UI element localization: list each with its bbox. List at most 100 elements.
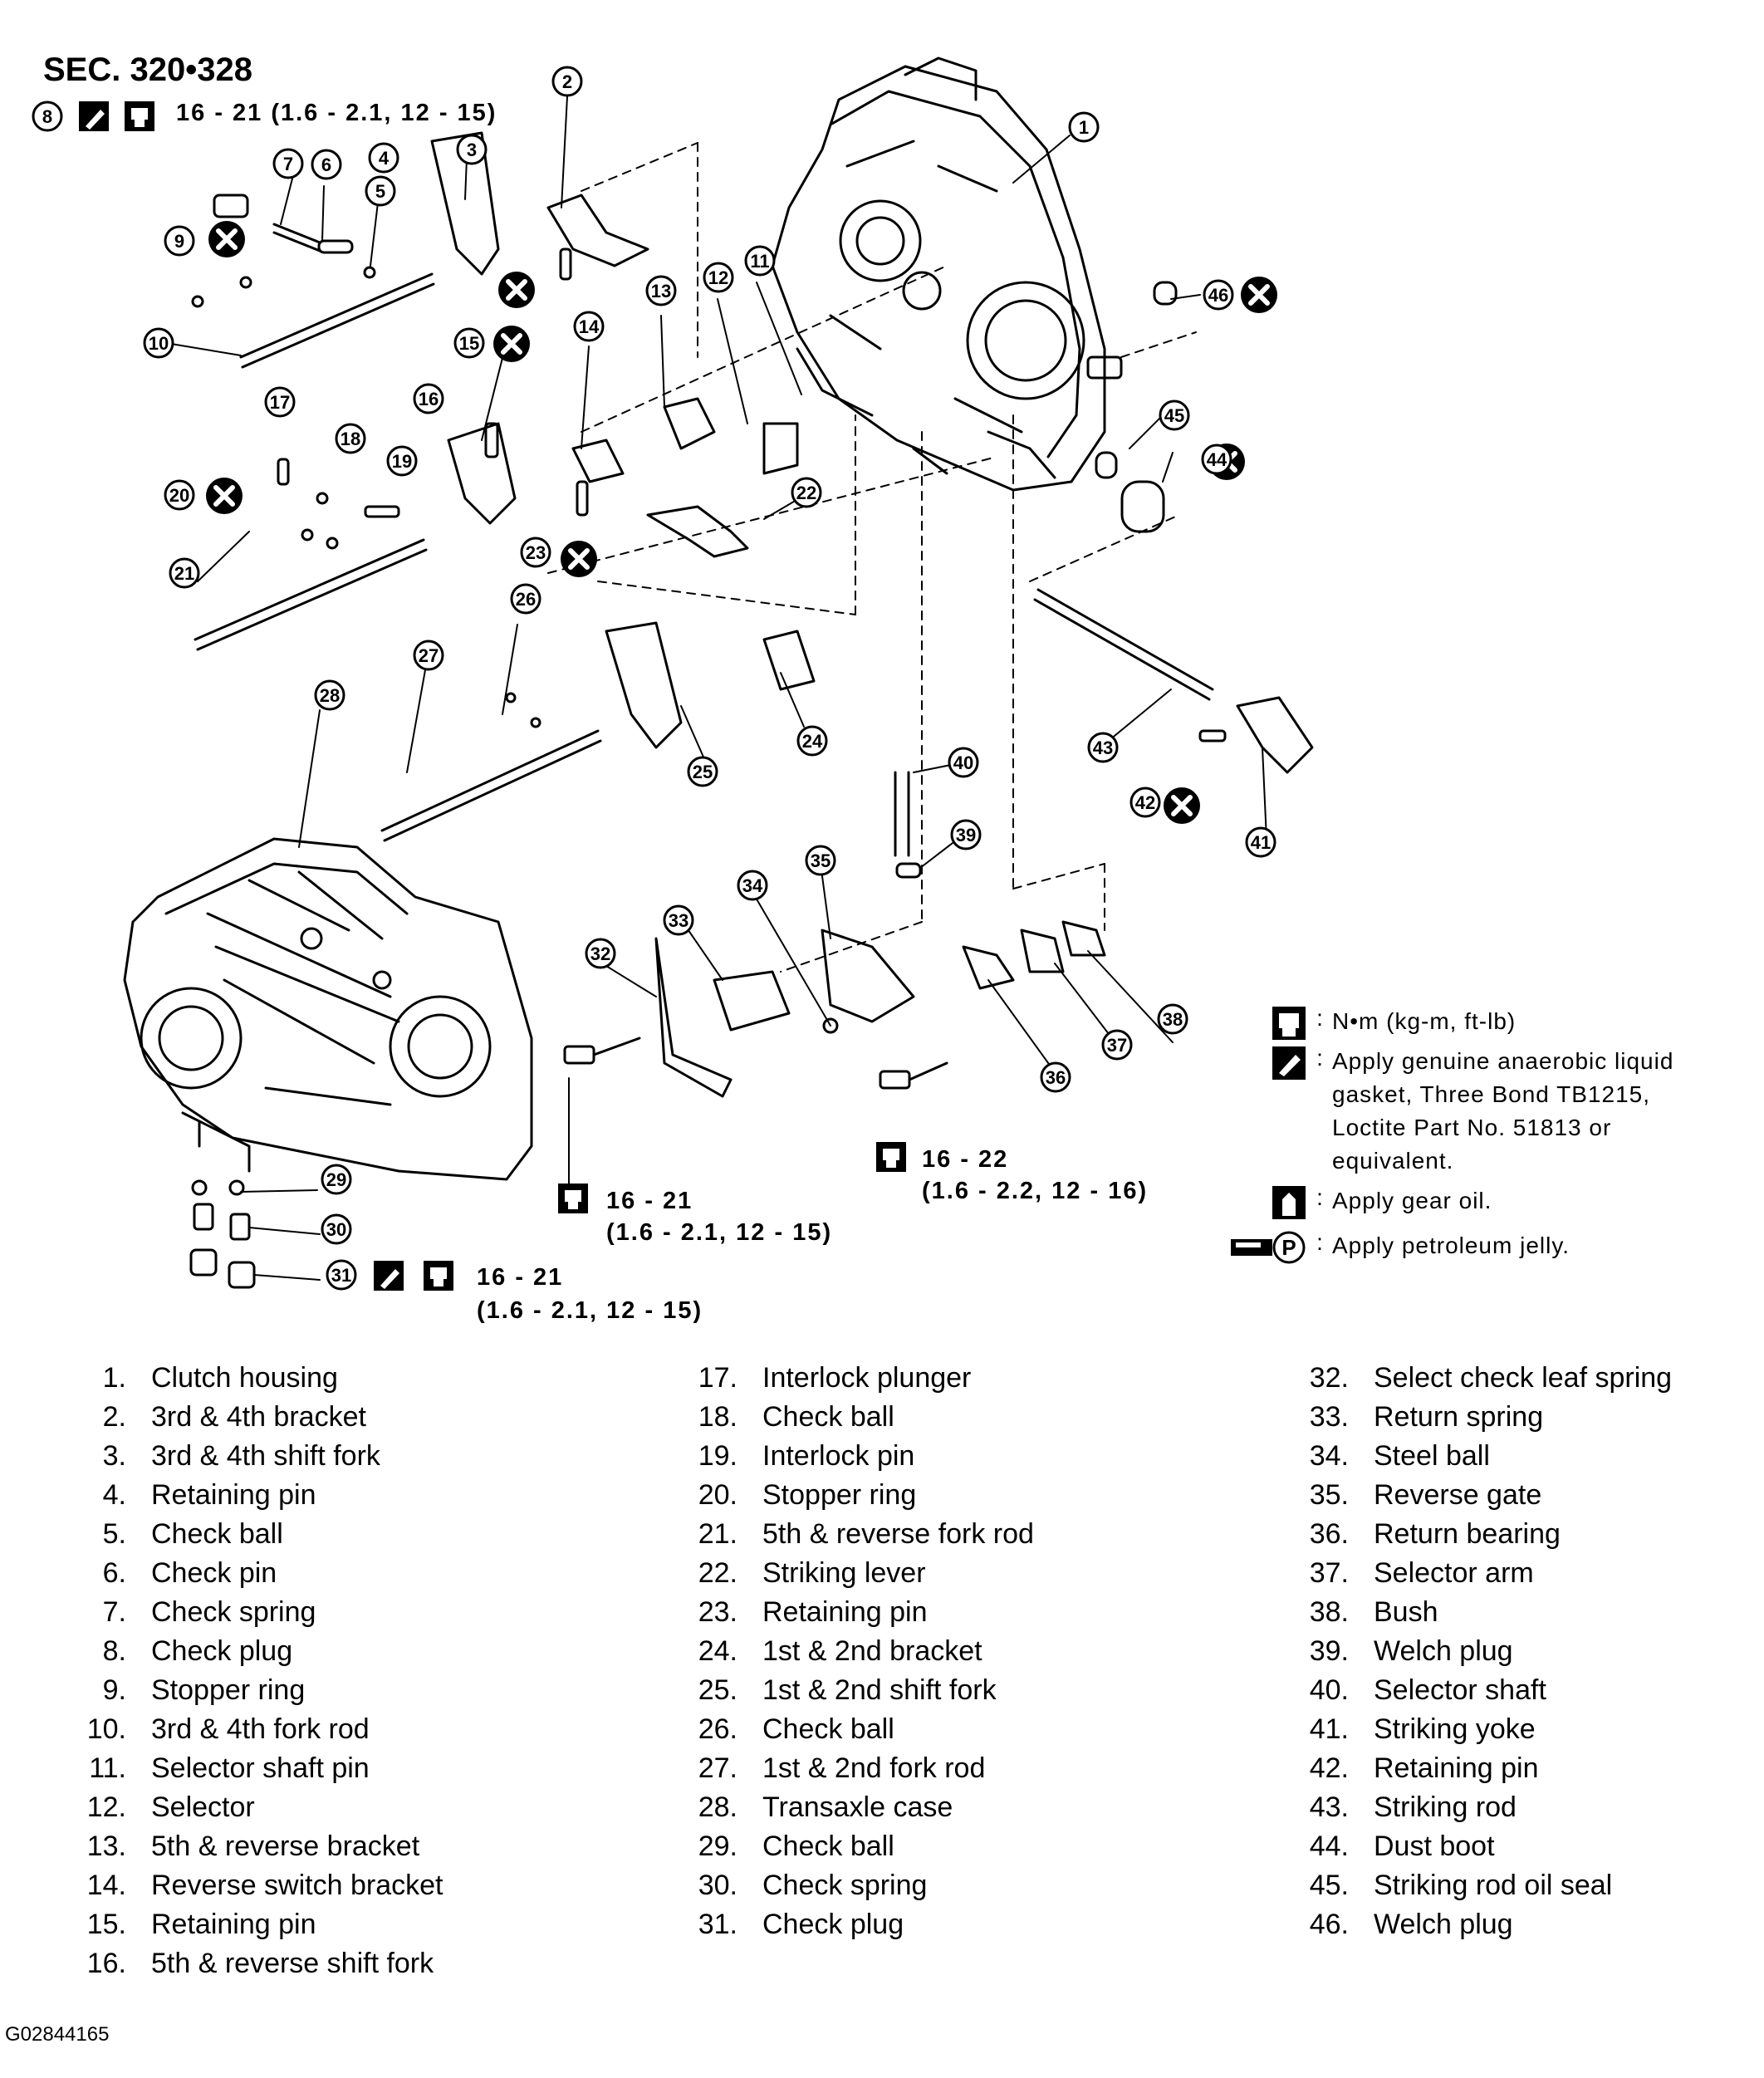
x-mark-icon <box>493 326 530 362</box>
part-name: Select check leaf spring <box>1374 1362 1673 1394</box>
part-item: 15.Retaining pin <box>66 1909 316 1948</box>
part-number: 13. <box>86 1831 126 1862</box>
x-mark-icon <box>1164 787 1200 824</box>
part-number: 24. <box>698 1635 737 1667</box>
part-name: Check ball <box>762 1401 894 1433</box>
part-item: 10.3rd & 4th fork rod <box>66 1713 370 1752</box>
torque-spec-reverse-gate-line1: 16 - 22 <box>922 1146 1009 1173</box>
callout-number: 39 <box>956 825 976 845</box>
part-name: Transaxle case <box>762 1791 953 1823</box>
callout-18: 18 <box>335 423 366 454</box>
callout-number: 37 <box>1107 1035 1127 1056</box>
callout-number: 1 <box>1079 117 1089 138</box>
part-item: 44.Dust boot <box>1289 1831 1495 1870</box>
callout-number: 9 <box>174 231 184 252</box>
part-number: 46. <box>1309 1909 1349 1940</box>
legend-row-torque: : N•m (kg-m, ft-lb) <box>1271 1005 1731 1041</box>
part-name: Welch plug <box>1374 1909 1513 1940</box>
callout-number: 15 <box>459 333 479 354</box>
callout-24: 24 <box>796 725 828 757</box>
callout-43: 43 <box>1087 732 1119 763</box>
x-mark-icon <box>206 478 243 514</box>
figure-id: G02844165 <box>5 2023 110 2046</box>
callout-3: 3 <box>456 134 488 165</box>
part-name: Striking rod oil seal <box>1374 1870 1613 1901</box>
part-number: 28. <box>698 1791 737 1823</box>
callout-number: 11 <box>750 251 769 272</box>
part-item: 38.Bush <box>1289 1596 1438 1635</box>
part-name: Retaining pin <box>1374 1752 1539 1784</box>
callout-number: 35 <box>811 850 831 871</box>
part-name: Retaining pin <box>151 1479 316 1511</box>
part-name: 5th & reverse bracket <box>151 1831 420 1862</box>
part-name: 5th & reverse shift fork <box>151 1948 434 1979</box>
shift-forks-and-brackets <box>430 131 1314 1098</box>
part-number: 19. <box>698 1440 737 1472</box>
part-number: 44. <box>1309 1831 1349 1862</box>
part-number: 6. <box>102 1557 126 1589</box>
legend-text: Apply gear oil. <box>1332 1188 1492 1213</box>
part-number: 39. <box>1309 1635 1349 1667</box>
callout-number: 24 <box>802 731 823 752</box>
part-name: Reverse gate <box>1374 1479 1542 1511</box>
torque-wrench-icon <box>876 1142 906 1172</box>
callout-number: 26 <box>516 589 536 610</box>
callout-20: 20 <box>164 479 195 511</box>
part-name: Selector shaft <box>1374 1674 1546 1706</box>
callout-1: 1 <box>1068 111 1100 143</box>
part-number: 42. <box>1309 1752 1349 1784</box>
callout-number: 33 <box>669 910 688 931</box>
part-number: 45. <box>1309 1870 1349 1901</box>
part-item: 8.Check plug <box>66 1635 292 1674</box>
callout-number: 21 <box>174 563 194 584</box>
callout-26: 26 <box>510 583 541 615</box>
callout-2: 2 <box>551 66 583 97</box>
callout-34: 34 <box>737 870 768 901</box>
callout-leaders <box>165 96 1267 1281</box>
callout-14: 14 <box>573 311 605 342</box>
part-item: 13. 5th & reverse bracket <box>66 1831 419 1870</box>
part-number: 8. <box>102 1635 126 1667</box>
part-name: Check pin <box>151 1557 277 1589</box>
callout-number: 29 <box>326 1169 346 1190</box>
part-number: 26. <box>698 1713 737 1745</box>
legend-text: N•m (kg-m, ft-lb) <box>1332 1008 1517 1034</box>
clutch-housing-drawing <box>771 56 1123 492</box>
callout-number: 16 <box>419 389 439 409</box>
part-number: 1. <box>102 1362 126 1394</box>
part-number: 17. <box>698 1362 737 1394</box>
callout-number: 23 <box>526 542 546 563</box>
part-item: 35.Reverse gate <box>1289 1479 1542 1518</box>
part-item: 7.Check spring <box>66 1596 316 1635</box>
part-item: 11.Selector shaft pin <box>66 1752 369 1791</box>
part-name: Check ball <box>762 1713 894 1745</box>
callout-30: 30 <box>321 1213 352 1245</box>
torque-wrench-icon <box>424 1261 453 1291</box>
part-number: 21. <box>698 1518 737 1550</box>
part-name: Check spring <box>151 1596 316 1628</box>
callout-23: 23 <box>520 537 551 568</box>
callout-15: 15 <box>453 327 485 359</box>
callout-number: 28 <box>320 685 340 706</box>
liquid-gasket-icon <box>374 1261 404 1291</box>
part-item: 45. Striking rod oil seal <box>1289 1870 1613 1909</box>
part-name: Retaining pin <box>762 1596 928 1628</box>
part-item: 22.Striking lever <box>678 1557 926 1596</box>
callout-number: 8 <box>42 106 52 127</box>
callout-6: 6 <box>311 149 342 180</box>
callout-17: 17 <box>264 386 296 418</box>
torque-wrench-icon <box>1272 1007 1306 1040</box>
torque-spec-leaf-spring-line1: 16 - 21 <box>606 1188 693 1214</box>
alignment-lines <box>547 142 1197 973</box>
diagram-artwork: 1234567891011121314151617181920212223242… <box>32 56 1314 1291</box>
callout-number: 43 <box>1093 738 1113 758</box>
legend-row-liquid-gasket: : Apply genuine anaerobic liquid gasket,… <box>1271 1045 1731 1178</box>
callout-number: 38 <box>1163 1009 1183 1030</box>
gear-oil-icon <box>1272 1186 1306 1219</box>
callout-number: 2 <box>562 71 572 92</box>
callout-38: 38 <box>1157 1003 1188 1035</box>
part-name: 1st & 2nd fork rod <box>762 1752 986 1784</box>
part-number: 11. <box>89 1752 126 1784</box>
part-name: Welch plug <box>1374 1635 1513 1667</box>
callout-46: 46 <box>1203 279 1234 311</box>
